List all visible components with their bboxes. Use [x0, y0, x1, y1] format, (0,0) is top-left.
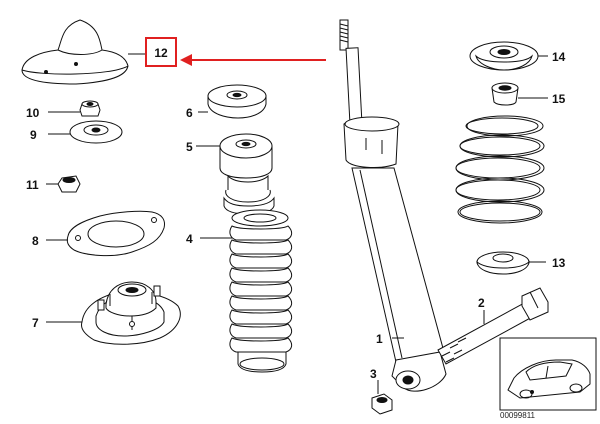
part-12-top-cap [21, 19, 129, 85]
part-10-nut [79, 100, 101, 117]
part-2-bolt [437, 287, 549, 365]
coil-spring [455, 115, 545, 224]
part-5-bump-stop [219, 133, 275, 215]
part-13-spring-pad [476, 251, 530, 275]
label-6: 6 [186, 106, 193, 120]
part-6-bump-cap [207, 84, 267, 119]
part-1-shock-absorber [339, 19, 447, 392]
label-4: 4 [186, 232, 193, 246]
label-10: 10 [26, 106, 40, 120]
part-4-bellows [229, 209, 293, 373]
part-3-nut [371, 393, 393, 415]
part-7-strut-mount [81, 281, 181, 345]
label-1: 1 [376, 332, 383, 346]
label-14: 14 [552, 50, 566, 64]
label-13: 13 [552, 256, 566, 270]
label-3: 3 [370, 367, 377, 381]
label-8: 8 [32, 234, 39, 248]
label-5: 5 [186, 140, 193, 154]
label-9: 9 [30, 128, 37, 142]
part-15-bushing [491, 82, 519, 106]
label-15: 15 [552, 92, 566, 106]
part-9-washer [69, 120, 123, 144]
highlight-box [145, 37, 177, 67]
car-thumbnail-icon [499, 337, 597, 411]
label-7: 7 [32, 316, 39, 330]
part-11-nut [57, 175, 81, 193]
highlight-arrow-head [180, 54, 192, 66]
part-8-gasket [66, 210, 165, 257]
label-12: 12 [154, 46, 168, 60]
label-2: 2 [478, 296, 485, 310]
label-11: 11 [26, 178, 39, 192]
part-14-spring-seat [469, 41, 539, 71]
diagram-id: 00099811 [500, 411, 536, 420]
